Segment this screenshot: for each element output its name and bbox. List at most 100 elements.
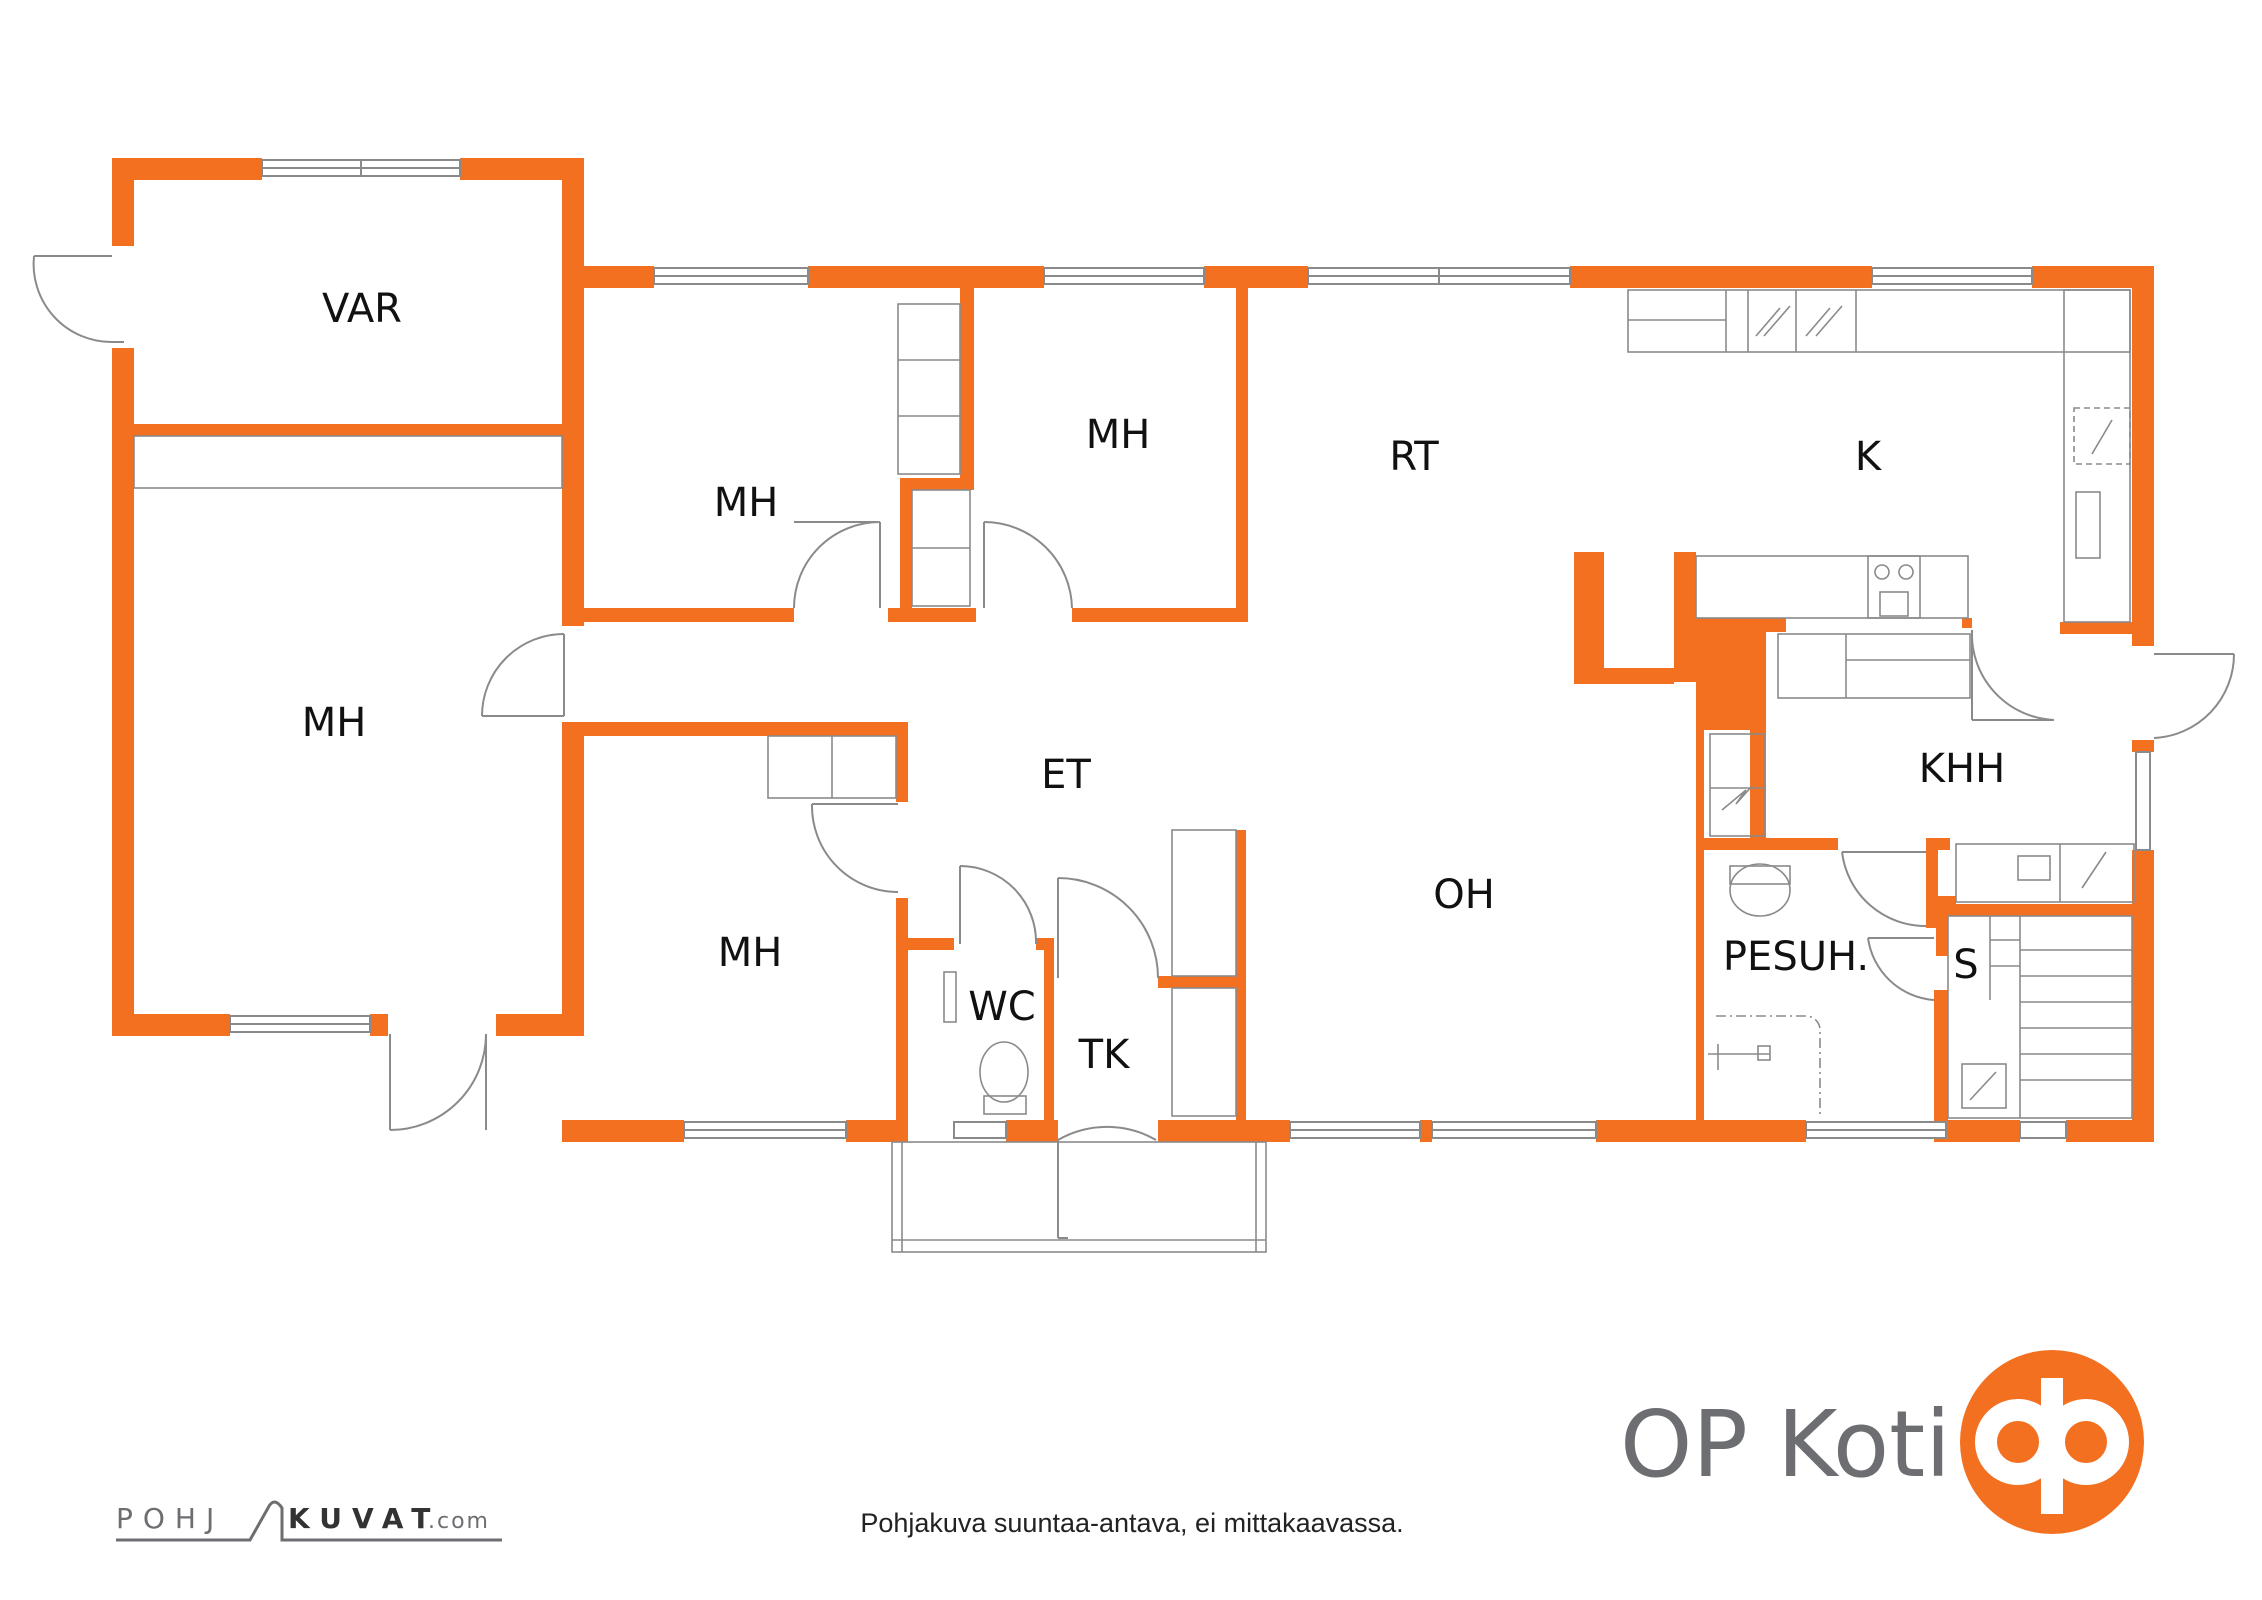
wall	[112, 348, 134, 1036]
wall	[370, 1014, 388, 1036]
wall	[900, 478, 974, 490]
wardrobe	[1171, 829, 1237, 977]
wall	[2132, 266, 2154, 646]
wall	[1570, 266, 1872, 288]
wc-sink	[943, 971, 957, 1023]
wall	[1204, 266, 1308, 288]
room-label-wc: WC	[968, 984, 1035, 1030]
wall	[1236, 830, 1246, 1142]
room-label-et: ET	[1041, 752, 1091, 798]
windows	[229, 159, 2151, 1139]
window	[953, 1121, 1007, 1139]
wardrobe	[897, 303, 961, 475]
room-label-mh-bottom: MH	[718, 930, 783, 976]
room-label-rt: RT	[1389, 434, 1439, 480]
credit-right: KUVAT	[288, 1502, 440, 1535]
room-label-s: S	[1953, 942, 1978, 988]
room-label-var: VAR	[322, 286, 402, 332]
wall	[584, 266, 654, 288]
wall	[1934, 990, 1948, 1142]
wall	[112, 1014, 230, 1036]
wall	[1420, 1120, 1432, 1142]
wall	[908, 938, 954, 950]
wall	[896, 722, 908, 802]
wall	[2066, 1120, 2154, 1142]
wall	[1236, 288, 1248, 622]
wall	[1072, 608, 1248, 622]
wall	[562, 726, 584, 1026]
room-label-k: K	[1855, 434, 1883, 480]
wall	[2132, 850, 2154, 1142]
wall	[1236, 1120, 1290, 1142]
room-label-pesuh: PESUH.	[1723, 934, 1869, 980]
wall	[1158, 976, 1244, 988]
wall	[562, 722, 908, 736]
wall	[846, 1120, 900, 1142]
wall	[112, 158, 134, 246]
porch	[891, 1141, 1267, 1253]
wall	[1946, 1120, 2020, 1142]
wall	[896, 898, 908, 1142]
pohjakuvat-logo: POHJ KUVAT .com	[116, 1500, 502, 1542]
wall	[1704, 838, 1838, 850]
kitchen-cabinets	[1627, 289, 2131, 353]
wall	[2032, 266, 2152, 288]
fridge	[2073, 407, 2131, 465]
op-logo-icon	[1960, 1350, 2144, 1534]
wall	[808, 266, 1044, 288]
wall	[1696, 618, 1704, 1124]
wall	[2132, 740, 2154, 752]
shelf	[133, 435, 563, 489]
wall	[562, 158, 584, 626]
washer	[1955, 843, 2135, 903]
wall	[460, 158, 584, 180]
wall	[960, 288, 974, 478]
wall	[1006, 1120, 1058, 1142]
brand-name: OP Koti	[1620, 1391, 1951, 1498]
wall	[112, 158, 262, 180]
wall	[1674, 552, 1696, 682]
room-label-mh-top-mid: MH	[1086, 412, 1151, 458]
room-label-mh-top-left: MH	[714, 480, 779, 526]
credit-left: POHJ	[116, 1502, 224, 1535]
window	[2019, 1121, 2067, 1139]
sauna-bench	[1947, 915, 2133, 1119]
toilet-icon	[979, 1041, 1029, 1103]
room-label-mh-large: MH	[302, 700, 367, 746]
wall	[1936, 904, 2142, 916]
credit-suffix: .com	[428, 1509, 490, 1534]
toilet-icon	[1729, 863, 1791, 917]
wall	[1574, 552, 1604, 684]
walls	[112, 158, 2154, 1142]
khh-cabinet	[1709, 733, 1765, 837]
sauna-stove	[1961, 1063, 2007, 1109]
wall	[1756, 626, 1766, 838]
doors	[32, 255, 2236, 1239]
wall	[2060, 622, 2154, 634]
sink	[2075, 491, 2101, 559]
kitchen-island	[1695, 555, 1969, 619]
credit-underline	[116, 1500, 502, 1542]
wardrobe	[1171, 987, 1237, 1117]
wall	[1962, 618, 1972, 628]
khh-cabinets	[1777, 633, 1971, 699]
room-label-khh: KHH	[1919, 746, 2005, 792]
wall	[1574, 668, 1674, 684]
fixtures	[133, 289, 2135, 1253]
wall	[584, 608, 794, 622]
stove	[1867, 555, 1921, 619]
wall	[900, 478, 912, 608]
room-label-tk: TK	[1078, 1032, 1131, 1078]
room-label-oh: OH	[1433, 872, 1495, 918]
room-labels: VAR MH MH MH MH RT K ET OH KHH WC TK PES…	[302, 286, 2005, 1078]
wall	[1044, 938, 1054, 1142]
window	[2135, 751, 2151, 851]
wall	[1596, 1120, 1806, 1142]
wall	[562, 1120, 684, 1142]
brand: OP Koti	[1620, 1350, 2144, 1534]
wall	[134, 424, 562, 436]
disclaimer-caption: Pohjakuva suuntaa-antava, ei mittakaavas…	[860, 1508, 1403, 1538]
wall	[1936, 908, 1948, 956]
wall	[888, 608, 976, 622]
